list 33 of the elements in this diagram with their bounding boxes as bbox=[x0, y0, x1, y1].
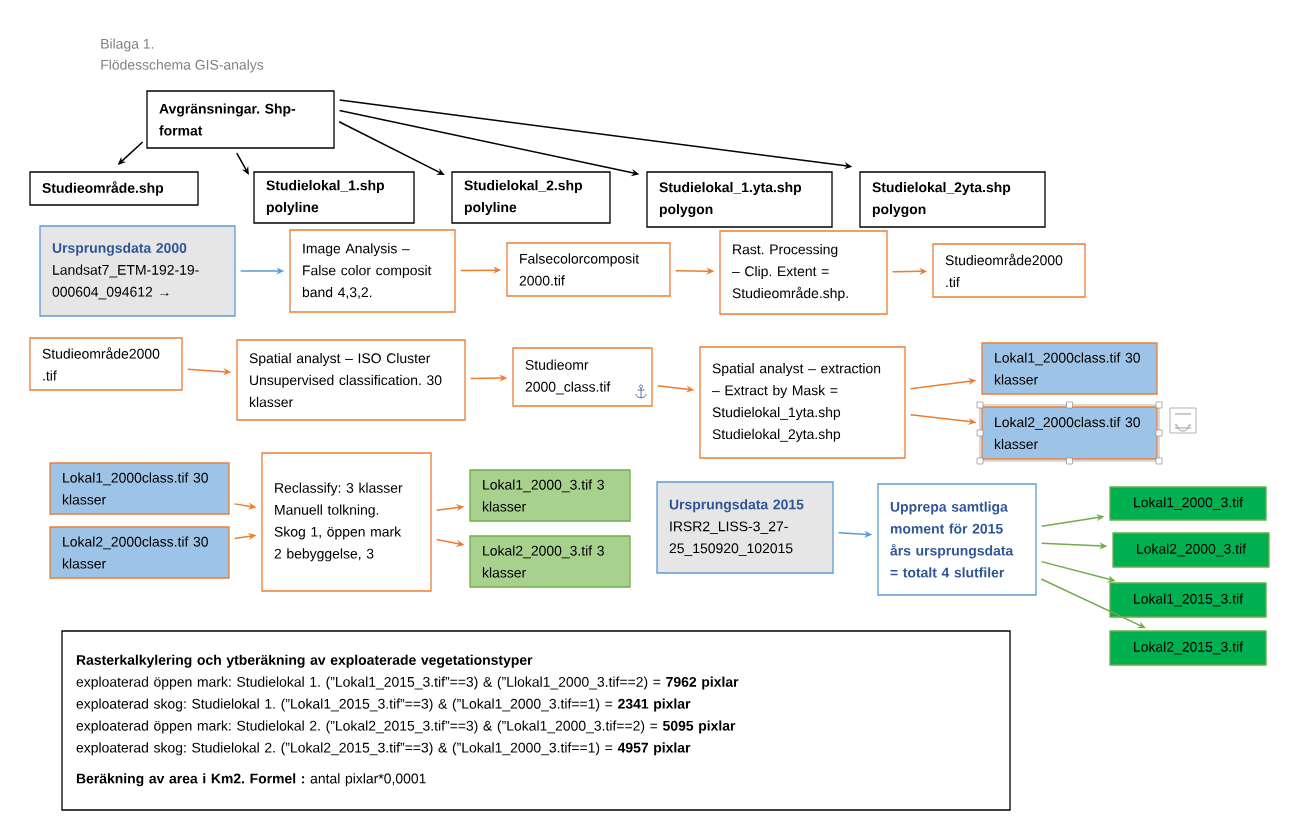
file-box: Lokal1_2000_3.tif bbox=[1109, 486, 1267, 521]
arrow bbox=[236, 152, 249, 175]
heading: Flödesschema GIS-analys bbox=[101, 59, 264, 73]
file-box: Falsecolorcomposit 2000.tif bbox=[506, 242, 671, 297]
process-box: Reclassify: 3 klasser Manuell tolkning. Skog 1, öppen mark 2 bebyggelse, 3 bbox=[261, 452, 432, 592]
process-box: Spatial analyst – ISO Cluster Unsupervised classification. 30 klasser bbox=[236, 339, 466, 421]
file-box: Studieområde2000 .tif bbox=[29, 337, 183, 391]
file-box: Lokal1_2015_3.tif bbox=[1109, 582, 1267, 618]
file-box: Studieområde2000 .tif bbox=[932, 243, 1086, 298]
calculation-box: Rasterkalkylering och ytberäkning av exploaterade vegetationstyper exploaterad öppen mark: Studielokal 1. (”Lokal1_2015_3.tif”==3) & (”Llokal1_2000_3.tif==2) = 7962 pixlar exploaterad skog: Studielokal 1. (”Lokal1_2015_3.tif”==3) & (”Lokal1_2000_3.tif==1) = 2341 pixlar exploaterad öppen mark: Studielokal 2. (”Lokal2_2015_3.tif”==3) & (”Lokal1_2000_3.tif==2) = 5095 pixlar exploaterad skog: Studielokal 2. (”Lokal2_2015_3.tif”==3) & (”Lokal1_2000_3.tif==1) = 4957 pixlar Beräkning av area i Km2. Formel : antal pixlar*0,0001 bbox=[61, 630, 1011, 811]
file-box: Lokal2_2000class.tif 30 klasser bbox=[49, 526, 230, 579]
source-data-box: Ursprungsdata 2015 IRSR2_LISS-3_27-25_150920_102015 bbox=[656, 481, 834, 574]
file-box: Lokal2_2015_3.tif bbox=[1109, 630, 1267, 666]
source-data-box: Ursprungsdata 2000 Landsat7_ETM-192-19-000604_094612 → bbox=[39, 225, 236, 317]
file-box: Studieområde.shp bbox=[29, 171, 199, 206]
file-box: Studielokal_2yta.shp polygon bbox=[859, 171, 1046, 228]
file-box: Avgränsningar. Shp-format bbox=[146, 90, 335, 149]
appendix-label: Bilaga 1. bbox=[101, 38, 154, 52]
file-box: Studielokal_2.shp polyline bbox=[451, 171, 611, 224]
process-box: Image Analysis – False color composit band 4,3,2. bbox=[289, 229, 456, 313]
file-box: Studieomr 2000_class.tif bbox=[512, 347, 653, 407]
file-box: Studielokal_1.shp polyline bbox=[253, 171, 415, 224]
arrow bbox=[1040, 578, 1146, 629]
process-box: Rast. Processing – Clip. Extent = Studieområde.shp. bbox=[719, 230, 888, 315]
file-box: Lokal2_2000class.tif 30 klasser bbox=[981, 406, 1158, 460]
file-box: Lokal2_2000_3.tif bbox=[1112, 532, 1270, 568]
note-box: Upprepa samtliga moment för 2015 års ursprungsdata = totalt 4 slutfiler bbox=[877, 483, 1037, 596]
file-box: Lokal1_2000class.tif 30 klasser bbox=[981, 342, 1158, 395]
file-box: Lokal2_2000_3.tif 3 klasser bbox=[469, 535, 631, 588]
file-box: Studielokal_1.yta.shp polygon bbox=[646, 171, 833, 228]
file-box: Lokal1_2000class.tif 30 klasser bbox=[49, 462, 230, 515]
process-box: Spatial analyst – extraction – Extract by Mask = Studielokal_1yta.shp Studielokal_2yta.shp bbox=[699, 346, 906, 459]
file-box: Lokal1_2000_3.tif 3 klasser bbox=[469, 469, 631, 522]
